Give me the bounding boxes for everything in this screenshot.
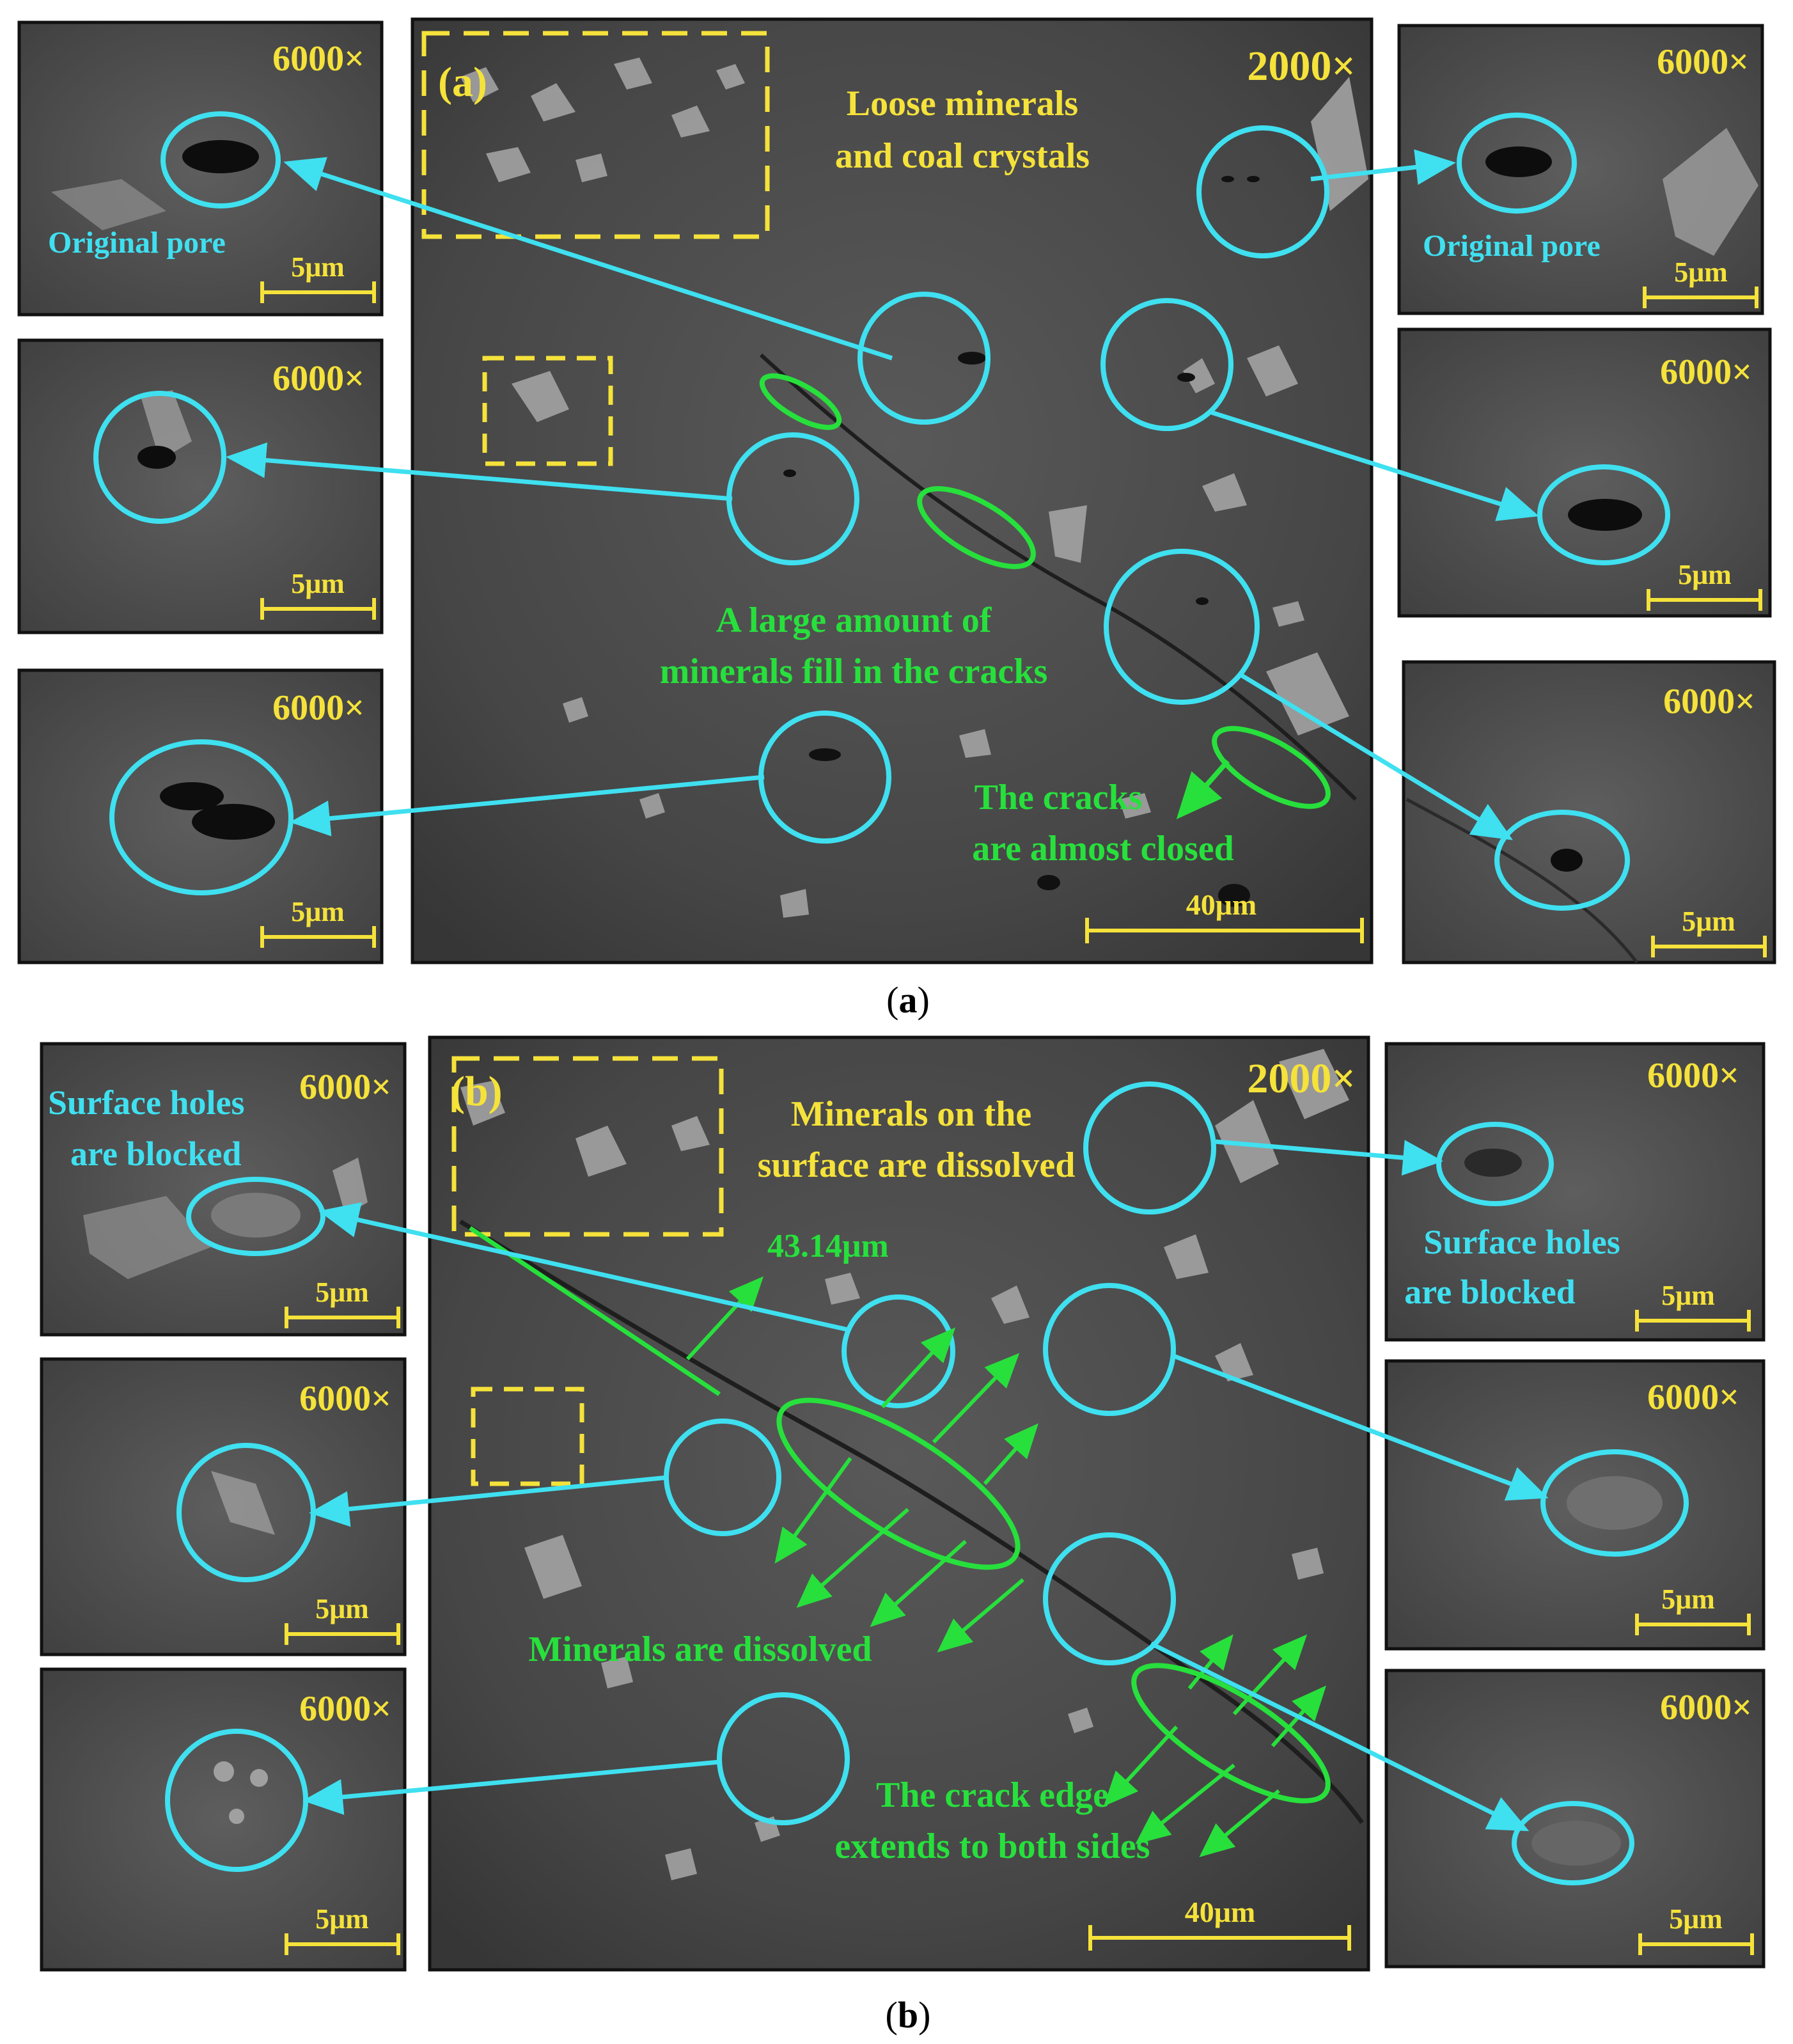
panel-b-inset-6: 6000× 5μm [1384,1669,1766,1969]
panel-a: (a) 2000× Loose minerals and coal crysta… [17,17,1776,964]
panel-b-edge-line2: extends to both sides [834,1827,1150,1866]
panel-a-inset-3-mag: 6000× [272,688,364,728]
panel-b-inset-2-mag: 6000× [299,1379,391,1419]
panel-b-main-label: (b) [451,1068,503,1115]
panel-a-circle-4 [1196,125,1329,258]
panel-b-dissolved-line1: Minerals on the [791,1094,1031,1134]
panel-b-circle-1 [1083,1081,1216,1215]
panel-b-edge-line1: The crack edge [876,1775,1109,1815]
panel-a-main-image: (a) 2000× Loose minerals and coal crysta… [411,17,1374,964]
panel-a-inset-1-scale: 5μm [291,251,345,283]
panel-a-loose-line1: Loose minerals [847,84,1078,123]
panel-b-mineral-particles [460,1049,1349,1880]
panel-a-closed-line1: The cracks [975,778,1143,817]
panel-b-main-scalebar [1088,1925,1351,1951]
panel-b-inset-1-mag: 6000× [299,1067,391,1107]
panel-b-caption: (b) [886,1994,931,2036]
panel-a-inset-6-scale: 5μm [1682,906,1735,937]
panel-b-inset-4-note2: are blocked [1404,1273,1576,1311]
panel-b-inset-4-mag: 6000× [1647,1056,1739,1096]
panel-a-fill-line1: A large amount of [716,601,992,640]
panel-b-circle-6 [717,1692,850,1825]
panel-a-inset-1: 6000× Original pore 5μm [17,20,384,317]
panel-b-inset-3: 6000× 5μm [40,1667,407,1972]
panel-b-crack [459,1220,1364,1825]
panel-b-inset-4-note1: Surface holes [1423,1223,1620,1261]
panel-a-inset-4: 6000× Original pore 5μm [1397,24,1764,315]
panel-a-inset-3: 6000× 5μm [17,668,384,964]
panel-a-circle-6 [1104,549,1260,705]
panel-a-mineral-particles [460,58,1368,918]
panel-a-inset-4-mag: 6000× [1657,42,1749,82]
panel-b-measure-text: 43.14μm [767,1228,889,1264]
panel-b-inset-5-mag: 6000× [1647,1378,1739,1417]
panel-b-measure-arrow [685,1276,764,1361]
panel-b-inset-4-scale: 5μm [1661,1280,1715,1311]
panel-a-dark-pores [783,176,1260,907]
panel-b-circle-3 [1043,1283,1176,1416]
panel-a-circle-5 [1100,298,1233,431]
panel-b-inset-5-scale: 5μm [1661,1584,1715,1615]
panel-a-inset-5-mag: 6000× [1660,352,1752,392]
panel-a-connector-arrows [226,149,1539,840]
panel-a-main-scalebar [1085,918,1364,943]
panel-a-inset-4-note: Original pore [1423,229,1601,263]
panel-b-connector-arrows [302,1139,1549,1832]
panel-a-inset-2-scale: 5μm [291,568,345,599]
panel-b-small-box [471,1387,584,1486]
panel-a-loose-box [421,31,770,239]
panel-b-inset-1-note1: Surface holes [48,1083,244,1122]
panel-a-main-scale-text: 40μm [1186,888,1257,921]
panel-b-inset-3-scale: 5μm [315,1903,369,1935]
panel-b-surface-box [451,1056,724,1237]
panel-a-main-mag: 2000× [1247,43,1356,90]
panel-b-inset-5: 6000× 5μm [1384,1359,1766,1651]
panel-b-inset-1-scale: 5μm [315,1277,369,1308]
panel-a-inset-1-note: Original pore [48,226,226,260]
panel-a-caption: (a) [886,979,930,1021]
panel-a-inset-5: 6000× 5μm [1397,327,1772,618]
panel-b-expansion-arrows [774,1327,1326,1857]
panel-b-circle-5 [1043,1532,1176,1665]
panel-b-inset-6-scale: 5μm [1669,1903,1723,1935]
panel-a-inset-3-scale: 5μm [291,896,345,927]
panel-b-dissolved-line2: surface are dissolved [758,1145,1076,1185]
panel-a-inset-5-scale: 5μm [1678,559,1732,590]
panel-b-inset-1-note2: are blocked [70,1135,242,1173]
panel-a-main-circles [726,125,1329,844]
panel-b-inset-6-mag: 6000× [1660,1688,1752,1727]
panel-a-main-label: (a) [438,59,487,106]
panel-b-inset-2-scale: 5μm [315,1593,369,1624]
panel-a-inset-6: 6000× 5μm [1402,660,1776,964]
panel-a-closed-arrow [1176,759,1230,819]
panel-b-minerals-dissolved: Minerals are dissolved [528,1630,872,1669]
panel-b-main-scale-text: 40μm [1185,1896,1255,1928]
panel-a-inset-2: 6000× 5μm [17,338,384,634]
panel-a-closed-line2: are almost closed [972,829,1234,869]
panel-a-crack [759,353,1358,801]
panel-a-loose-line2: and coal crystals [835,136,1090,176]
panel-a-inset-6-mag: 6000× [1663,682,1755,721]
panel-b: (b) 2000× Minerals on the surface are di… [40,1035,1766,1972]
panel-a-inset-1-mag: 6000× [272,39,364,79]
panel-a-fill-line2: minerals fill in the cracks [660,652,1048,691]
panel-b-inset-4: 6000× Surface holes are blocked 5μm [1384,1042,1766,1342]
panel-a-small-box [482,356,613,466]
panel-b-main-image: (b) 2000× Minerals on the surface are di… [428,1035,1370,1972]
panel-a-circle-1 [857,292,990,425]
panel-b-green-ellipses [776,1397,1331,1804]
panel-b-inset-3-mag: 6000× [299,1689,391,1729]
panel-b-inset-1: 6000× Surface holes are blocked 5μm [40,1042,407,1337]
panel-b-main-mag: 2000× [1247,1055,1356,1102]
panel-a-inset-4-scale: 5μm [1674,256,1728,288]
panel-a-green-ellipses [759,373,1331,809]
panel-a-inset-2-mag: 6000× [272,359,364,398]
